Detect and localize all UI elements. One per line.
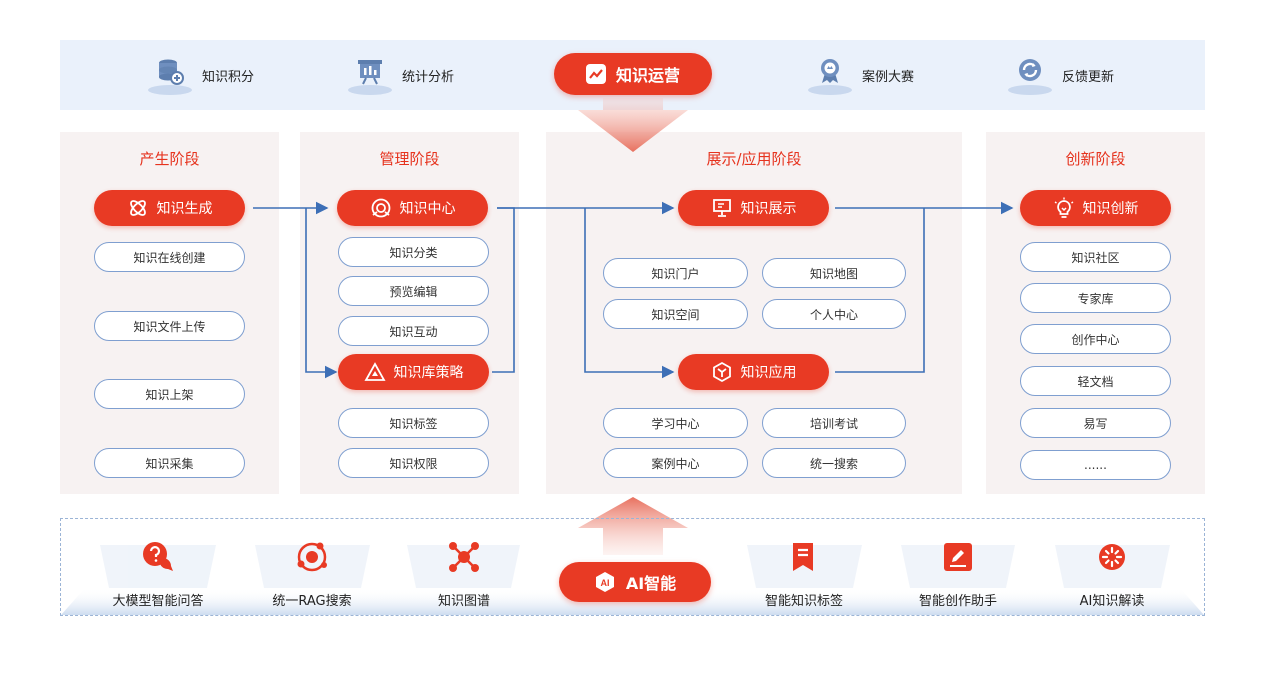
produce-item[interactable]: 知识在线创建	[94, 242, 245, 272]
ai-badge-text: AI	[600, 578, 609, 588]
innovate-item[interactable]: 易写	[1020, 408, 1171, 438]
knowledge-operations-label: 知识运营	[615, 66, 680, 85]
display-item[interactable]: 学习中心	[603, 408, 748, 438]
knowledge-generation-pill[interactable]: 知识生成	[94, 190, 245, 226]
database-coin-icon	[148, 55, 192, 95]
presentation-board-icon	[712, 199, 731, 217]
trend-chart-icon	[585, 64, 606, 84]
display-item[interactable]: 知识地图	[762, 258, 906, 288]
ai-intelligence-label: AI智能	[625, 574, 677, 593]
display-item[interactable]: 知识空间	[603, 299, 748, 329]
innovate-item[interactable]: 创作中心	[1020, 324, 1171, 354]
display-item[interactable]: 培训考试	[762, 408, 906, 438]
display-item[interactable]: 案例中心	[603, 448, 748, 478]
bottom-item-label: 知识图谱	[437, 594, 490, 609]
bottom-item-interpret[interactable]: AI知识解读	[1052, 540, 1172, 609]
ai-hexagon-icon: AI	[595, 572, 614, 592]
innovate-item[interactable]: ......	[1020, 450, 1171, 480]
knowledge-generation-label: 知识生成	[156, 201, 213, 217]
rag-node-icon	[297, 542, 327, 572]
produce-stage-title: 产生阶段	[139, 150, 200, 168]
display-item[interactable]: 知识门户	[603, 258, 748, 288]
manage-item[interactable]: 知识互动	[338, 316, 489, 346]
question-chat-icon	[143, 542, 173, 571]
top-item-label: 知识积分	[202, 69, 255, 85]
manage-item[interactable]: 预览编辑	[338, 276, 489, 306]
bottom-item-graph[interactable]: 知识图谱	[404, 540, 524, 609]
innovate-item[interactable]: 轻文档	[1020, 366, 1171, 396]
knowledge-graph-icon	[449, 542, 479, 572]
bottom-item-tags[interactable]: 智能知识标签	[744, 540, 864, 609]
edit-pen-icon	[944, 543, 972, 571]
produce-item[interactable]: 知识上架	[94, 379, 245, 409]
refresh-icon	[1008, 55, 1052, 95]
knowledge-display-label: 知识展示	[740, 201, 797, 217]
target-icon	[371, 198, 390, 218]
bottom-item-qa[interactable]: 大模型智能问答	[98, 540, 218, 609]
innovate-item[interactable]: 专家库	[1020, 283, 1171, 313]
innovate-stage-title: 创新阶段	[1065, 150, 1126, 168]
knowledge-center-pill[interactable]: 知识中心	[337, 190, 488, 226]
bottom-item-label: 智能创作助手	[918, 594, 997, 609]
display-item[interactable]: 统一搜索	[762, 448, 906, 478]
bottom-item-label: 大模型智能问答	[112, 594, 204, 609]
top-item-stats[interactable]: 统计分析	[348, 55, 454, 95]
ai-intelligence-pill[interactable]: AI AI智能	[559, 562, 711, 602]
knowledge-strategy-pill[interactable]: 知识库策略	[338, 354, 489, 390]
manage-item[interactable]: 知识标签	[338, 408, 489, 438]
top-item-label: 统计分析	[402, 69, 455, 85]
knowledge-application-pill[interactable]: 知识应用	[678, 354, 829, 390]
knowledge-strategy-label: 知识库策略	[393, 365, 464, 381]
chart-board-icon	[348, 55, 392, 95]
knowledge-innovation-pill[interactable]: 知识创新	[1020, 190, 1171, 226]
manage-item[interactable]: 知识分类	[338, 237, 489, 267]
top-item-label: 案例大赛	[862, 69, 915, 85]
bottom-item-label: 统一RAG搜索	[272, 594, 352, 609]
bottom-item-writer[interactable]: 智能创作助手	[898, 540, 1018, 609]
top-item-contest[interactable]: 案例大赛	[808, 55, 914, 95]
top-item-feedback[interactable]: 反馈更新	[1008, 55, 1114, 95]
produce-item[interactable]: 知识采集	[94, 448, 245, 478]
cube-icon	[712, 361, 731, 383]
knowledge-innovation-label: 知识创新	[1082, 201, 1139, 217]
display-item[interactable]: 个人中心	[762, 299, 906, 329]
bottom-item-label: 智能知识标签	[764, 594, 843, 609]
manage-stage-title: 管理阶段	[379, 150, 440, 168]
top-item-points[interactable]: 知识积分	[148, 55, 254, 95]
display-stage-title: 展示/应用阶段	[706, 150, 802, 168]
produce-item[interactable]: 知识文件上传	[94, 311, 245, 341]
triangle-warning-icon	[363, 362, 386, 381]
knowledge-application-label: 知识应用	[740, 365, 797, 381]
atom-icon	[129, 200, 146, 216]
lightbulb-icon	[1054, 197, 1073, 218]
award-ribbon-icon	[808, 55, 852, 95]
ai-capabilities-band	[60, 518, 1205, 616]
knowledge-center-label: 知识中心	[399, 201, 456, 217]
bottom-item-label: AI知识解读	[1079, 594, 1145, 609]
ai-burst-icon	[1099, 544, 1125, 570]
knowledge-operations-pill[interactable]: 知识运营	[554, 53, 712, 95]
knowledge-display-pill[interactable]: 知识展示	[678, 190, 829, 226]
bookmark-tag-icon	[793, 543, 813, 571]
innovate-item[interactable]: 知识社区	[1020, 242, 1171, 272]
bottom-item-rag[interactable]: 统一RAG搜索	[252, 540, 372, 609]
manage-item[interactable]: 知识权限	[338, 448, 489, 478]
top-item-label: 反馈更新	[1062, 69, 1115, 85]
